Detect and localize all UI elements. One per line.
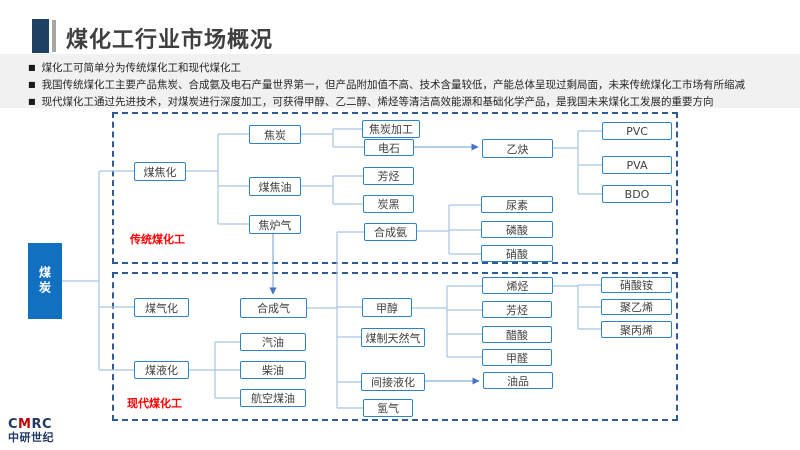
- node-jiao-tan-jia-gong: 焦炭加工: [362, 120, 420, 138]
- bullet-text: 煤化工可简单分为传统煤化工和现代煤化工: [41, 62, 242, 74]
- bullet-text: 现代煤化工通过先进技术，对煤炭进行深度加工，可获得甲醇、乙二醇、烯烃等清洁高效能…: [41, 96, 714, 108]
- node-coal-root: 煤炭: [28, 243, 62, 319]
- node-xiao-suan-an: 硝酸铵: [601, 277, 672, 293]
- node-fang-ting-2: 芳烃: [482, 301, 552, 318]
- node-jiao-tan: 焦炭: [249, 125, 301, 144]
- node-xi-ting: 烯烃: [482, 277, 553, 294]
- logo-letter-m: M: [18, 417, 32, 432]
- node-he-cheng-qi: 合成气: [240, 298, 307, 318]
- node-fang-ting-1: 芳烃: [363, 167, 414, 185]
- title-accent-rect: [32, 19, 49, 53]
- page-title: 煤化工行业市场概况: [66, 28, 274, 53]
- bullet-text: 我国传统煤化工主要产品焦炭、合成氨及电石产量世界第一，但产品附加值不高、技术含量…: [41, 79, 746, 91]
- node-tan-hei: 炭黑: [363, 195, 414, 213]
- node-mei-jiao-you: 煤焦油: [249, 177, 301, 196]
- bullet-band: ■ 煤化工可简单分为传统煤化工和现代煤化工 ■ 我国传统煤化工主要产品焦炭、合成氨及…: [0, 54, 800, 108]
- node-chai-you: 柴油: [240, 361, 306, 379]
- node-jian-jie-ye-hua: 间接液化: [361, 373, 425, 391]
- node-mei-ye-hua: 煤液化: [134, 361, 189, 379]
- node-cu-suan: 醋酸: [482, 326, 552, 343]
- node-mei-qi-hua: 煤气化: [134, 298, 189, 317]
- node-pvc: PVC: [602, 122, 672, 140]
- node-hang-kong-mei-you: 航空煤油: [240, 389, 306, 407]
- node-jia-chun: 甲醇: [362, 298, 412, 317]
- node-yi-que: 乙炔: [482, 139, 553, 158]
- node-qi-you: 汽油: [240, 333, 306, 351]
- bullet-item: ■ 我国传统煤化工主要产品焦炭、合成氨及电石产量世界第一，但产品附加值不高、技术含…: [28, 77, 788, 92]
- traditional-section-label: 传统煤化工: [130, 233, 185, 246]
- bullet-square-icon: ■: [28, 63, 36, 72]
- bullet-square-icon: ■: [28, 80, 36, 89]
- node-lin-suan: 磷酸: [481, 221, 553, 238]
- bullet-item: ■ 煤化工可简单分为传统煤化工和现代煤化工: [28, 60, 788, 75]
- cmrc-logo: CMRC 中研世纪: [8, 418, 54, 443]
- node-qing-qi: 氢气: [363, 399, 413, 417]
- node-dian-shi: 电石: [364, 139, 414, 156]
- node-jia-quan: 甲醛: [482, 349, 552, 366]
- node-pva: PVA: [602, 156, 672, 174]
- node-you-pin: 油品: [483, 372, 553, 389]
- traditional-section-frame: [112, 112, 678, 264]
- node-xiao-suan: 硝酸: [481, 245, 553, 262]
- node-mei-jiao-hua: 煤焦化: [134, 162, 186, 181]
- modern-section-frame: [112, 272, 678, 421]
- node-ju-bing-xi: 聚丙烯: [601, 321, 672, 338]
- node-niao-su: 尿素: [481, 196, 553, 213]
- cmrc-logo-name: 中研世纪: [8, 430, 54, 444]
- node-mei-zhi-tian-ran-qi: 煤制天然气: [361, 328, 425, 347]
- logo-letters-rc: RC: [31, 417, 53, 432]
- node-he-cheng-an: 合成氨: [364, 223, 417, 241]
- logo-letter-c: C: [8, 417, 19, 432]
- node-jiao-lu-qi: 焦炉气: [249, 215, 301, 234]
- bullet-item: ■ 现代煤化工通过先进技术，对煤炭进行深度加工，可获得甲醇、乙二醇、烯烃等清洁高效…: [28, 94, 788, 109]
- bullet-square-icon: ■: [28, 97, 36, 106]
- node-bdo: BDO: [602, 185, 672, 203]
- title-accent-bar: [52, 20, 56, 52]
- modern-section-label: 现代煤化工: [127, 397, 182, 410]
- cmrc-logo-text: CMRC: [8, 418, 54, 432]
- node-ju-yi-xi: 聚乙烯: [601, 299, 672, 315]
